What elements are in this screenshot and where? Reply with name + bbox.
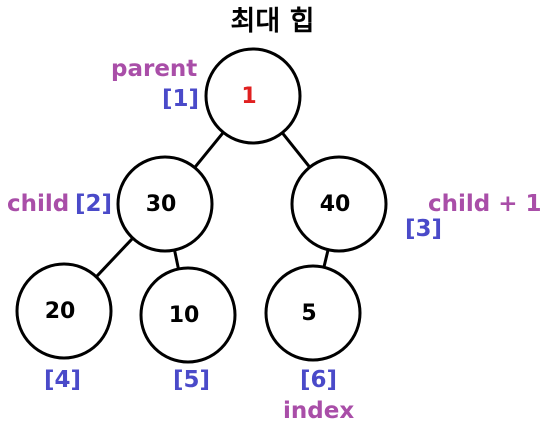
index-label-4: [4] bbox=[44, 367, 82, 393]
node-circle bbox=[15, 262, 113, 360]
diagram-title: 최대 힙 bbox=[230, 6, 315, 37]
index-label-3: [3] bbox=[405, 216, 443, 242]
node-value: 1 bbox=[241, 84, 256, 109]
edge-n1-n2 bbox=[193, 131, 225, 169]
node-value: 10 bbox=[169, 303, 200, 328]
heap-node-6: 5 bbox=[264, 264, 362, 362]
node-circle bbox=[139, 266, 237, 364]
node-circle bbox=[264, 264, 362, 362]
heap-node-2: 30 bbox=[116, 155, 214, 253]
index-caption: index bbox=[283, 398, 355, 424]
edge-n1-n3 bbox=[281, 131, 311, 169]
index-label-2: [2] bbox=[75, 191, 113, 217]
parent-label: parent bbox=[111, 56, 198, 82]
heap-node-3: 40 bbox=[290, 155, 388, 253]
index-label-5: [5] bbox=[173, 367, 211, 393]
node-value: 20 bbox=[45, 299, 76, 324]
index-label-1: [1] bbox=[162, 86, 200, 112]
heap-node-1: 1 bbox=[204, 47, 302, 145]
node-value: 30 bbox=[146, 192, 177, 217]
edge-n2-n4 bbox=[95, 237, 134, 278]
child-plus-one-label: child + 1 bbox=[428, 191, 542, 217]
node-value: 40 bbox=[320, 192, 351, 217]
node-value: 5 bbox=[301, 301, 316, 326]
heap-node-4: 20 bbox=[15, 262, 113, 360]
edge-n2-n5 bbox=[173, 249, 180, 270]
node-circle bbox=[290, 155, 388, 253]
node-circle bbox=[116, 155, 214, 253]
heap-node-5: 10 bbox=[139, 266, 237, 364]
child-label: child bbox=[7, 191, 70, 217]
edge-n3-n6 bbox=[322, 249, 330, 268]
index-label-6: [6] bbox=[300, 367, 338, 393]
node-circle bbox=[204, 47, 302, 145]
